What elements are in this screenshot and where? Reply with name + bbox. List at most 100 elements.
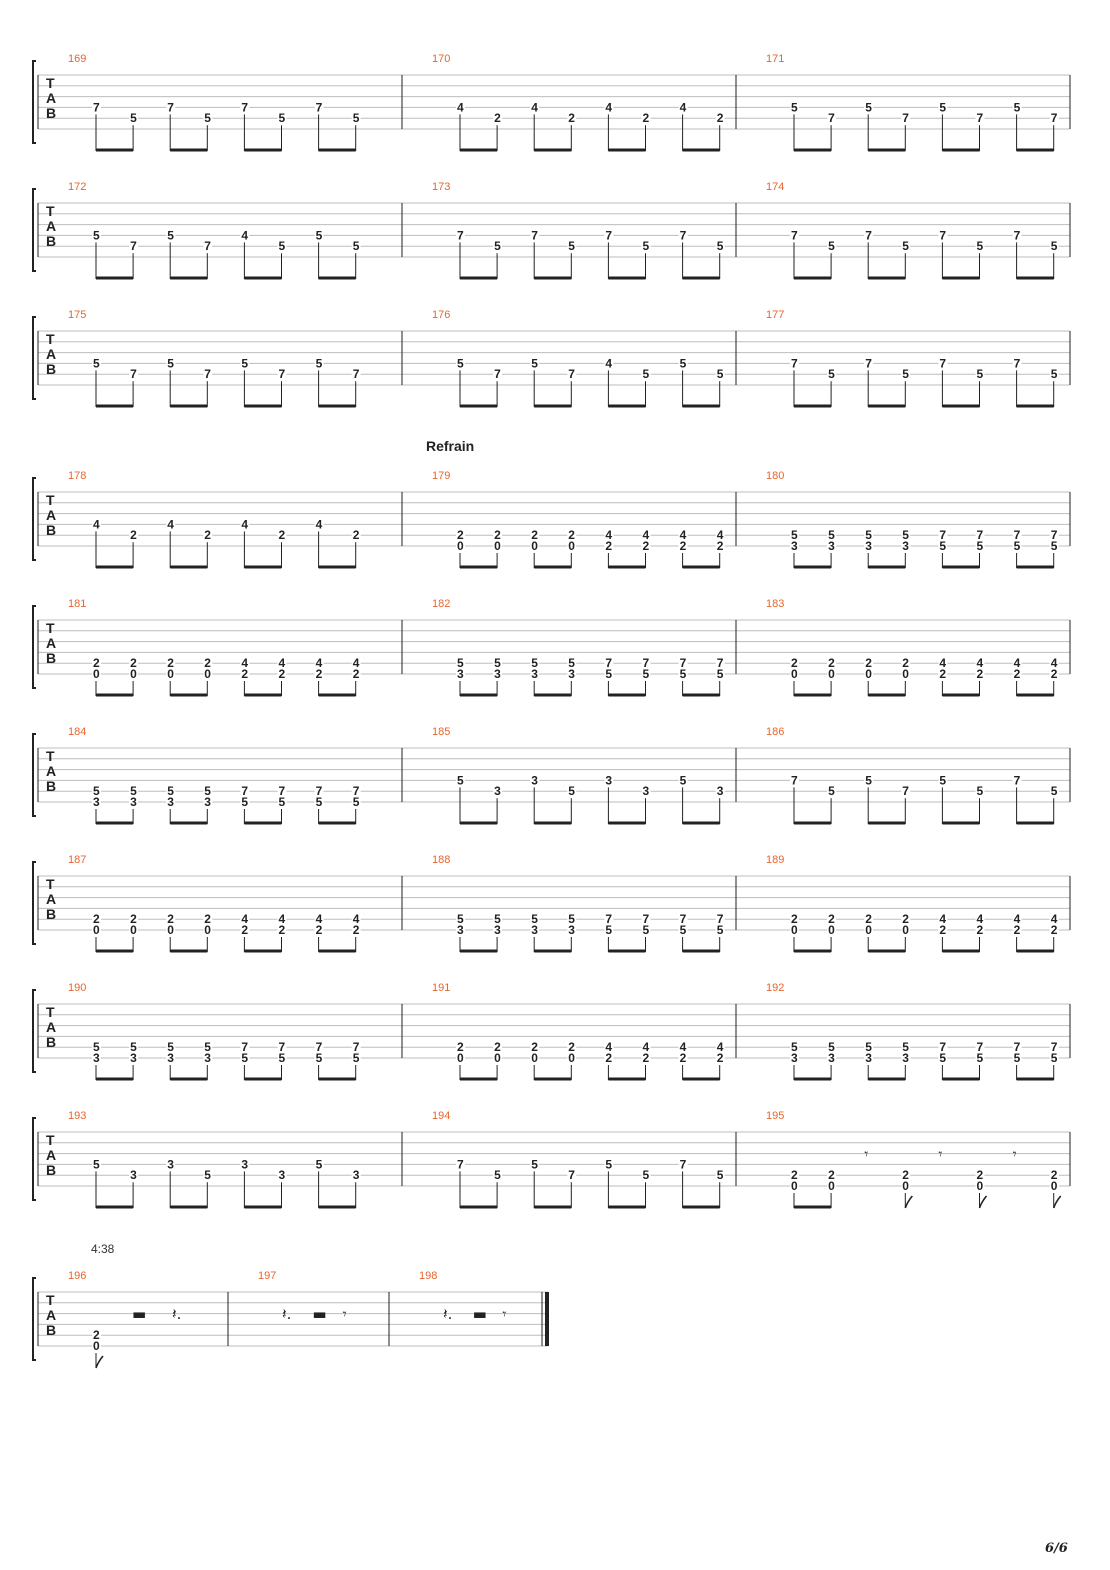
fret-number: 7 [939, 528, 946, 542]
fret-mask [351, 924, 361, 936]
beam [942, 693, 980, 697]
tab-clef-letter: B [46, 1034, 56, 1050]
tab-system: TAB1905353535375757575191202020204242424… [32, 982, 1071, 1081]
fret-mask [203, 796, 213, 808]
fret-mask [827, 1169, 837, 1182]
fret-mask [790, 101, 799, 114]
fret-mask [92, 1041, 101, 1054]
fret-mask [203, 1041, 213, 1054]
measure-number: 188 [432, 854, 450, 866]
fret-mask [277, 1169, 287, 1182]
fret-mask [1049, 913, 1059, 926]
fret-number: 7 [977, 1040, 984, 1054]
beam [318, 404, 356, 408]
measure-number: 191 [432, 982, 450, 994]
fret-mask [715, 924, 725, 936]
tab-clef-letter: T [46, 1292, 55, 1308]
fret-mask [901, 1041, 911, 1054]
beam [460, 821, 498, 825]
measure-number: 189 [766, 854, 784, 866]
fret-mask [790, 357, 799, 370]
fret-mask [641, 657, 651, 670]
fret-mask [641, 913, 651, 926]
measure-number: 184 [68, 726, 86, 738]
fret-number: 4 [353, 912, 360, 926]
fret-number: 4 [680, 528, 687, 542]
fret-number: 5 [167, 228, 174, 242]
measure-number: 198 [419, 1270, 437, 1282]
fret-mask [790, 540, 799, 552]
fret-number: 5 [643, 667, 650, 681]
fret-mask [641, 1041, 651, 1054]
fret-mask [240, 518, 250, 531]
fret-number: 7 [680, 912, 687, 926]
fret-number: 5 [828, 239, 835, 253]
fret-mask [456, 1158, 465, 1171]
fret-number: 7 [494, 367, 501, 381]
fret-mask [203, 924, 213, 936]
beam [170, 1077, 208, 1081]
fret-number: 7 [902, 111, 909, 125]
fret-number: 7 [605, 912, 612, 926]
fret-number: 0 [791, 1179, 798, 1193]
fret-number: 3 [828, 1051, 835, 1065]
fret-number: 7 [531, 228, 538, 242]
fret-number: 7 [241, 100, 248, 114]
beam [868, 565, 906, 569]
fret-mask [567, 112, 577, 125]
fret-mask [456, 913, 465, 926]
fret-number: 5 [902, 239, 909, 253]
fret-number: 4 [93, 517, 100, 531]
tab-clef-letter: A [46, 507, 56, 523]
fret-number: 3 [494, 784, 501, 798]
fret-mask [827, 913, 837, 926]
note-flag [1052, 1195, 1062, 1209]
fret-mask [240, 924, 250, 936]
fret-number: 3 [531, 923, 538, 937]
fret-number: 0 [93, 1339, 100, 1353]
fret-number: 7 [939, 1040, 946, 1054]
fret-mask [715, 1041, 725, 1054]
fret-number: 3 [791, 539, 798, 553]
fret-mask [567, 924, 577, 936]
fret-number: 7 [316, 100, 323, 114]
fret-mask [678, 529, 688, 542]
fret-number: 4 [241, 228, 248, 242]
system-bracket [32, 733, 36, 817]
fret-number: 2 [643, 111, 650, 125]
fret-mask [1049, 1169, 1059, 1182]
fret-mask [715, 668, 725, 680]
tab-clef-letter: T [46, 492, 55, 508]
fret-mask [567, 1041, 577, 1054]
beam [1016, 821, 1054, 825]
fret-number: 2 [531, 528, 538, 542]
tab-clef-letter: B [46, 105, 56, 121]
fret-number: 2 [977, 1168, 984, 1182]
fret-mask [790, 1180, 799, 1192]
fret-number: 5 [93, 1040, 100, 1054]
beam [534, 276, 572, 280]
fret-number: 5 [167, 356, 174, 370]
fret-number: 2 [865, 656, 872, 670]
fret-mask [938, 668, 948, 680]
fret-number: 4 [977, 656, 984, 670]
fret-number: 2 [791, 912, 798, 926]
fret-number: 0 [204, 923, 211, 937]
fret-mask [530, 924, 540, 936]
fret-number: 7 [279, 784, 286, 798]
fret-mask [641, 540, 651, 552]
fret-number: 0 [865, 667, 872, 681]
fret-number: 5 [130, 111, 137, 125]
beam [794, 949, 832, 953]
fret-mask [351, 796, 361, 808]
fret-mask [641, 240, 651, 253]
fret-number: 7 [204, 367, 211, 381]
fret-number: 0 [204, 667, 211, 681]
fret-number: 0 [494, 1051, 501, 1065]
fret-mask [678, 1158, 688, 1171]
fret-mask [351, 1169, 361, 1182]
measure-number: 171 [766, 53, 784, 65]
fret-number: 5 [241, 795, 248, 809]
fret-number: 3 [130, 795, 137, 809]
